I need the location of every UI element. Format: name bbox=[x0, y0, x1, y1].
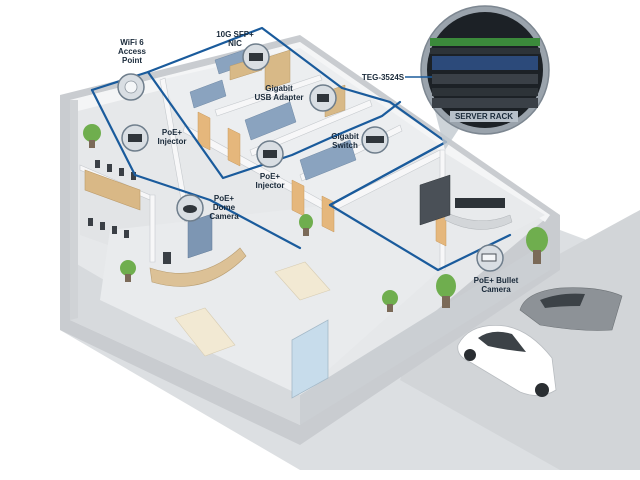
wall-front-right bbox=[300, 240, 550, 425]
chair bbox=[112, 226, 117, 234]
door-2 bbox=[227, 127, 241, 167]
server-rack-label-bg bbox=[450, 111, 518, 122]
desk-2 bbox=[244, 101, 297, 141]
sfp-nic-icon bbox=[249, 53, 263, 61]
filing-cabinet bbox=[187, 213, 213, 259]
plant bbox=[120, 260, 136, 282]
switch-icon bbox=[366, 136, 384, 143]
injector-1-icon bbox=[128, 134, 142, 142]
network-line-rack bbox=[146, 26, 448, 144]
server-cabinet bbox=[419, 174, 451, 226]
reception-area bbox=[100, 205, 440, 395]
wifi-ap-label: WiFi 6 Access Point bbox=[117, 38, 147, 65]
teg-switch-label: TEG-3524S bbox=[361, 73, 405, 82]
chair bbox=[88, 218, 93, 226]
usb-adapter-icon bbox=[317, 94, 329, 102]
usb-adapter-label: Gigabit USB Adapter bbox=[254, 84, 304, 102]
injector-1-label: PoE+ Injector bbox=[157, 128, 187, 146]
plant bbox=[382, 290, 398, 312]
shelf-1 bbox=[264, 49, 291, 91]
sofa-2 bbox=[174, 307, 236, 357]
sfp-nic-label: 10G SFP+ NIC bbox=[216, 30, 254, 48]
interior-wall-3 bbox=[214, 74, 323, 117]
plant bbox=[299, 214, 313, 236]
bullet-camera-label: PoE+ Bullet Camera bbox=[473, 276, 519, 294]
network-line-injector bbox=[90, 88, 302, 250]
server-rack-label: SERVER RACK bbox=[454, 112, 514, 121]
chair bbox=[95, 160, 100, 168]
network-line-switch bbox=[328, 140, 448, 207]
dome-camera-label: PoE+ Dome Camera bbox=[209, 194, 239, 221]
chair bbox=[100, 222, 105, 230]
injector-2-icon bbox=[263, 150, 277, 158]
chair bbox=[119, 168, 124, 176]
reception-desk bbox=[149, 247, 247, 287]
entry-glass-door bbox=[291, 319, 329, 399]
white-car bbox=[457, 325, 557, 397]
dome-camera-icon bbox=[183, 205, 197, 213]
door-4 bbox=[321, 195, 335, 233]
desk-1 bbox=[189, 79, 227, 109]
desk-3 bbox=[299, 139, 357, 181]
chair bbox=[107, 164, 112, 172]
wifi-ap-icon bbox=[124, 80, 138, 94]
door-1 bbox=[197, 111, 211, 151]
wall-left bbox=[70, 100, 78, 320]
monitor-wall bbox=[455, 198, 505, 208]
chair bbox=[131, 172, 136, 180]
plant bbox=[436, 274, 456, 308]
wall-back-right bbox=[298, 42, 550, 222]
plant bbox=[526, 227, 548, 264]
injector-2-label: PoE+ Injector bbox=[255, 172, 285, 190]
plant bbox=[83, 124, 101, 148]
sofa-1 bbox=[274, 261, 331, 301]
security-desk bbox=[444, 211, 513, 230]
bullet-camera-icon bbox=[481, 253, 497, 262]
conference-table bbox=[84, 169, 141, 211]
chair bbox=[124, 230, 129, 238]
office-rooms bbox=[160, 48, 440, 205]
door-3 bbox=[291, 179, 305, 217]
switch-label: Gigabit Switch bbox=[331, 132, 359, 150]
interior-wall-9 bbox=[149, 194, 156, 263]
interior-wall-4 bbox=[249, 99, 373, 157]
reception-chair bbox=[163, 252, 171, 264]
server-rack-callout bbox=[420, 5, 550, 150]
grey-car bbox=[519, 287, 623, 331]
